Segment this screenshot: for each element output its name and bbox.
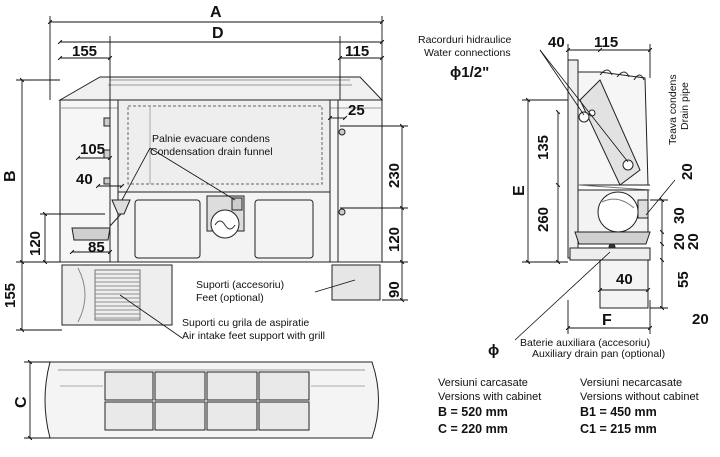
legend-cab-ro: Versiuni carcasate: [438, 377, 528, 389]
legend-nocab-en: Versions without cabinet: [580, 391, 699, 403]
dim-20-low: 20: [685, 233, 702, 250]
front-view: [58, 76, 384, 326]
note-drain-funnel-ro: Palnie evacuare condens: [152, 133, 270, 145]
dim-D: D: [212, 25, 224, 42]
dim-155-top: 155: [72, 43, 98, 60]
legend-cab-b: B = 520 mm: [438, 405, 508, 419]
dim-55: 55: [675, 271, 692, 288]
note-aux-ro: Baterie auxiliara (accesoriu): [520, 337, 651, 349]
dim-aux-20: 20: [692, 311, 709, 328]
note-feet-en: Feet (optional): [196, 292, 264, 304]
dim-155-left: 155: [2, 282, 19, 308]
dim-F: F: [602, 312, 612, 329]
dim-A: A: [210, 4, 222, 21]
note-water-en: Water connections: [424, 47, 511, 59]
dim-40-top-right: 40: [548, 34, 565, 51]
dim-115-top-right: 115: [594, 34, 619, 51]
dim-40-left: 40: [76, 171, 93, 188]
note-grill-en: Air intake feet support with grill: [182, 330, 325, 342]
note-water-ro: Racorduri hidraulice: [418, 34, 512, 46]
bottom-view: [44, 361, 379, 439]
note-feet-ro: Suporti (accesoriu): [196, 279, 285, 291]
legend-nocab-ro: Versiuni necarcasate: [580, 377, 683, 389]
dim-B: B: [2, 170, 19, 182]
legend-nocab-c: C1 = 215 mm: [580, 422, 657, 436]
dim-90: 90: [386, 281, 403, 298]
dim-260: 260: [535, 206, 552, 232]
dim-30: 30: [671, 207, 688, 224]
note-drain-pipe-ro: Teava condens: [667, 74, 679, 145]
dim-120-right: 120: [386, 226, 403, 252]
side-view: [567, 59, 651, 309]
note-grill-ro: Suporti cu grila de aspiratie: [182, 317, 310, 329]
note-pipe-size: ϕ1/2": [450, 64, 490, 81]
dim-C: C: [13, 396, 30, 408]
note-drain-pipe-en: Drain pipe: [679, 82, 691, 130]
note-drain-funnel-en: Condensation drain funnel: [150, 146, 273, 158]
note-phi: ϕ: [488, 342, 500, 359]
dim-40-bottom-right: 40: [616, 271, 633, 288]
dim-230: 230: [386, 162, 403, 188]
leader-lines: [119, 49, 676, 341]
dim-E: E: [511, 185, 528, 196]
dim-135: 135: [535, 134, 552, 160]
legend-nocab-b: B1 = 450 mm: [580, 405, 657, 419]
legend-cab-c: C = 220 mm: [438, 422, 508, 436]
dim-115-top: 115: [345, 43, 370, 60]
dim-120-left: 120: [27, 230, 44, 256]
dim-85: 85: [88, 239, 105, 256]
dim-drain-20: 20: [679, 163, 696, 180]
dimension-lines: [16, 16, 668, 441]
legend-cab-en: Versions with cabinet: [438, 391, 542, 403]
dim-25: 25: [348, 102, 365, 119]
dim-105: 105: [80, 141, 106, 158]
note-aux-en: Auxiliary drain pan (optional): [532, 348, 666, 360]
